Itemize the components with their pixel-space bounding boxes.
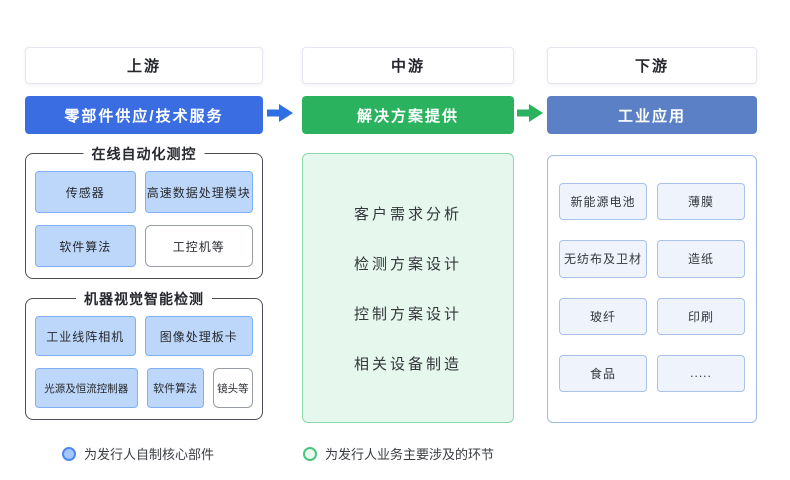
app-chip-ellipsis: ..... <box>657 354 745 392</box>
chip-row: 传感器 高速数据处理模块 <box>35 171 253 213</box>
app-chip-food: 食品 <box>559 354 647 392</box>
upstream-banner-label: 零部件供应/技术服务 <box>64 107 224 125</box>
step-control-design: 控制方案设计 <box>353 305 462 323</box>
group-machine-vision: 机器视觉智能检测 工业线阵相机 图像处理板卡 光源及恒流控制器 软件算法 镜头等 <box>25 289 263 420</box>
downstream-header-label: 下游 <box>634 58 669 75</box>
upstream-column: 上游 零部件供应/技术服务 在线自动化测控 传感器 高速数据处理模块 软件算法 … <box>25 0 263 480</box>
component-chip-software: 软件算法 <box>35 225 136 267</box>
group-machine-vision-title: 机器视觉智能检测 <box>76 289 212 309</box>
app-chip-papermaking: 造纸 <box>657 240 745 278</box>
downstream-header: 下游 <box>547 47 757 84</box>
group-online-automation: 在线自动化测控 传感器 高速数据处理模块 软件算法 工控机等 <box>25 144 263 279</box>
legend-core-components: 为发行人自制核心部件 <box>62 444 214 463</box>
app-chip-printing: 印刷 <box>657 297 745 335</box>
component-chip-line-camera: 工业线阵相机 <box>35 316 136 356</box>
midstream-header: 中游 <box>302 47 514 84</box>
midstream-column: 中游 解决方案提供 客户需求分析 检测方案设计 控制方案设计 相关设备制造 <box>302 0 514 480</box>
component-chip-light-controller: 光源及恒流控制器 <box>35 368 138 408</box>
component-chip-data-module: 高速数据处理模块 <box>144 171 253 213</box>
component-chip-image-board: 图像处理板卡 <box>144 316 253 356</box>
app-chip-film: 薄膜 <box>657 183 745 221</box>
green-circle-icon <box>303 446 317 461</box>
flow-arrow-upstream-to-midstream-icon <box>267 104 293 122</box>
midstream-header-label: 中游 <box>390 58 425 75</box>
component-chip-lens: 镜头等 <box>212 368 254 408</box>
solution-steps-panel: 客户需求分析 检测方案设计 控制方案设计 相关设备制造 <box>302 153 514 423</box>
legend-business-scope: 为发行人业务主要涉及的环节 <box>303 444 494 463</box>
downstream-banner-label: 工业应用 <box>617 107 686 125</box>
midstream-banner: 解决方案提供 <box>302 96 514 134</box>
upstream-header: 上游 <box>25 47 263 84</box>
applications-panel: 新能源电池 薄膜 无纺布及卫材 造纸 玻纤 印刷 食品 ..... <box>547 155 757 423</box>
group-online-automation-body: 传感器 高速数据处理模块 软件算法 工控机等 <box>35 171 253 267</box>
chip-row: 光源及恒流控制器 软件算法 镜头等 <box>35 368 254 408</box>
step-equipment-manufacturing: 相关设备制造 <box>353 355 462 373</box>
app-chip-battery: 新能源电池 <box>559 183 647 221</box>
step-inspection-design: 检测方案设计 <box>353 255 462 273</box>
upstream-banner: 零部件供应/技术服务 <box>25 96 263 134</box>
downstream-banner: 工业应用 <box>547 96 757 134</box>
group-online-automation-title: 在线自动化测控 <box>83 144 205 164</box>
midstream-banner-label: 解决方案提供 <box>356 107 459 125</box>
chip-row: 软件算法 工控机等 <box>35 225 253 267</box>
component-chip-software: 软件算法 <box>146 368 204 408</box>
component-chip-ipc: 工控机等 <box>144 225 253 267</box>
upstream-header-label: 上游 <box>126 58 161 75</box>
chip-row: 工业线阵相机 图像处理板卡 <box>35 316 253 356</box>
group-machine-vision-body: 工业线阵相机 图像处理板卡 光源及恒流控制器 软件算法 镜头等 <box>35 316 254 408</box>
blue-circle-icon <box>62 446 76 461</box>
legend-business-scope-label: 为发行人业务主要涉及的环节 <box>325 447 495 462</box>
downstream-column: 下游 工业应用 新能源电池 薄膜 无纺布及卫材 造纸 玻纤 印刷 食品 ....… <box>547 0 757 480</box>
flow-arrow-midstream-to-downstream-icon <box>517 104 543 122</box>
app-chip-nonwoven: 无纺布及卫材 <box>559 240 647 278</box>
legend-core-components-label: 为发行人自制核心部件 <box>84 447 215 462</box>
app-chip-fiberglass: 玻纤 <box>559 297 647 335</box>
step-customer-analysis: 客户需求分析 <box>353 205 462 223</box>
component-chip-sensor: 传感器 <box>35 171 136 213</box>
